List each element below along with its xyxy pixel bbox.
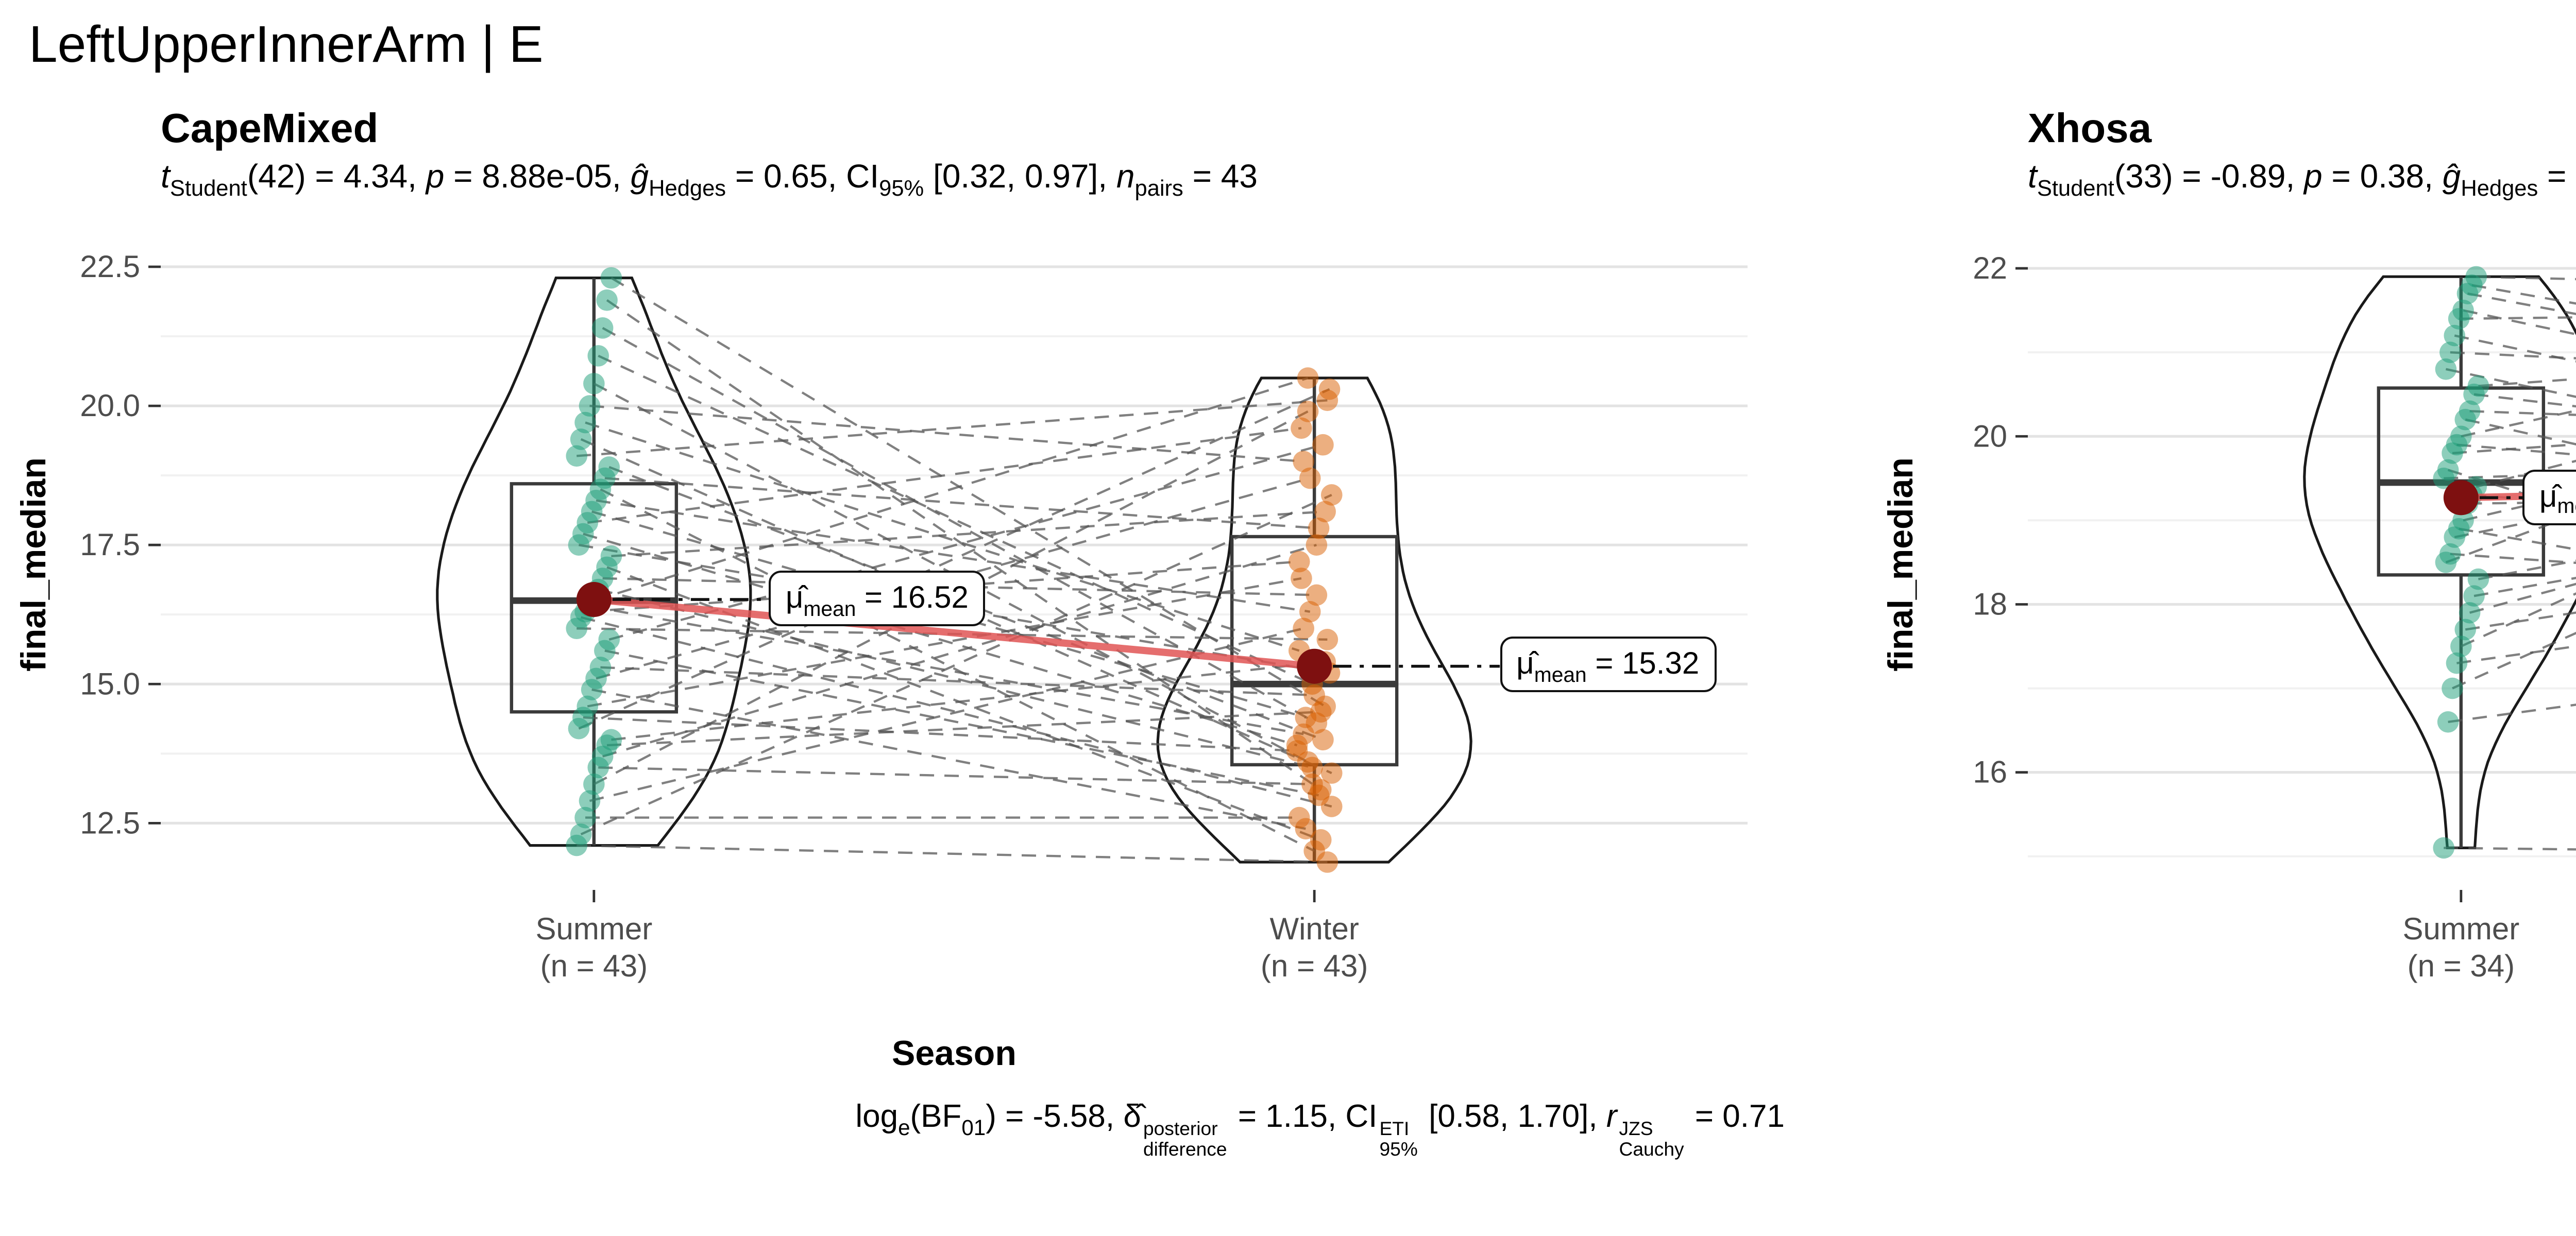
panel-caption: loge(BF01) = 1.33, δ̂posteriordifference… (1879, 1100, 2576, 1160)
x-tick-sublabel: (n = 43) (1261, 949, 1368, 983)
x-axis-title: Season (2028, 1034, 2576, 1075)
y-tick-label: 12.5 (80, 805, 140, 840)
pair-lines (2444, 276, 2576, 851)
y-tick-label: 15.0 (80, 666, 140, 701)
violin-winter (1156, 376, 1472, 864)
boxplot-summer (2377, 277, 2546, 848)
mean-label: μ̂mean = 19.27 (2522, 469, 2576, 525)
points-summer (566, 267, 622, 856)
y-tick-label: 18 (1973, 587, 2007, 621)
y-tick-label: 17.5 (80, 527, 140, 562)
panel-subtitle: tStudent(33) = -0.89, p = 0.38, ĝHedges … (2028, 161, 2576, 202)
x-tick-label: Winter (1269, 912, 1359, 946)
points-winter (1286, 367, 1343, 873)
mean-point-summer (2443, 480, 2479, 516)
panel-title: CapeMixed (161, 107, 379, 152)
y-tick-label: 16 (1973, 755, 2007, 789)
y-tick-label: 20.0 (80, 388, 140, 423)
panel-subtitle: tStudent(42) = 4.34, p = 8.88e-05, ĝHedg… (161, 161, 1258, 202)
panel-capemixed: CapeMixed tStudent(42) = 4.34, p = 8.88e… (12, 107, 1834, 1160)
y-tick-label: 22 (1973, 251, 2007, 285)
x-tick-sublabel: (n = 34) (2408, 949, 2515, 983)
mean-label: μ̂mean = 15.32 (1500, 637, 1716, 693)
panel-title: Xhosa (2028, 107, 2152, 152)
y-axis-title: final_median (1881, 457, 1920, 672)
panel-xhosa: Xhosa tStudent(33) = -0.89, p = 0.38, ĝH… (1879, 107, 2576, 1160)
y-axis: 16 18 20 22 (1973, 251, 2028, 789)
y-tick-label: 22.5 (80, 249, 140, 284)
pair-lines (577, 277, 1332, 864)
mean-label: μ̂mean = 16.52 (769, 571, 985, 626)
gridlines (2028, 267, 2576, 857)
x-axis: Summer(n = 43)Winter(n = 43) (535, 890, 1368, 983)
x-axis-title: Season (892, 1034, 1016, 1073)
page-title: LeftUpperInnerArm | E (29, 16, 544, 74)
y-tick-label: 20 (1973, 419, 2007, 453)
mean-point-summer (576, 582, 612, 617)
x-axis: Summer(n = 34)Winter(n = 34) (2402, 890, 2519, 983)
gridlines (161, 265, 1748, 825)
mean-line (594, 596, 1315, 670)
y-axis-title: final_median (14, 457, 53, 672)
x-tick-label: Summer (2402, 912, 2519, 946)
plot-svg: 12.515.017.520.022.5final_medianSummer(n… (14, 249, 1748, 983)
violin-summer (436, 277, 752, 847)
x-tick-sublabel: (n = 43) (540, 949, 648, 983)
y-axis: 12.5 15.0 17.5 20.0 22.5 (80, 249, 161, 840)
panels-row: CapeMixed tStudent(42) = 4.34, p = 8.88e… (12, 107, 2576, 1160)
x-tick-label: Summer (535, 912, 652, 946)
mean-point-winter (1297, 648, 1332, 684)
